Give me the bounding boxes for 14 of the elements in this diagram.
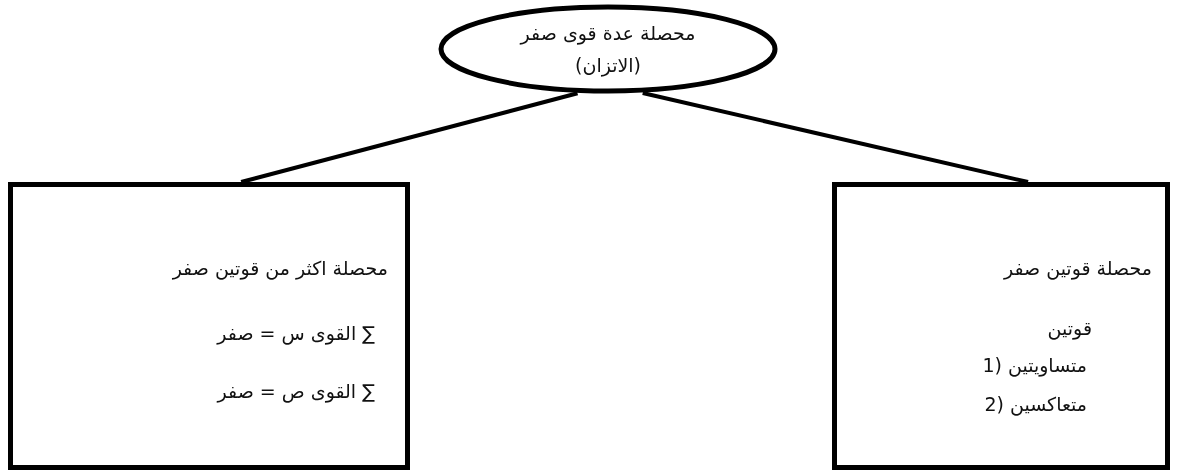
node-text: ∑ القوى ص = صفر <box>215 380 375 402</box>
node-heading: محصلة اكثر من قوتين صفر <box>171 257 388 279</box>
node-heading: محصلة عدة قوى صفر <box>518 22 697 44</box>
node-text: 2) متعاكسين <box>983 393 1087 415</box>
node-heading: محصلة قوتين صفر <box>1002 257 1152 279</box>
node-text: 1) متساويتين <box>981 354 1087 376</box>
connector-line <box>642 91 1029 184</box>
process-box <box>832 182 1170 470</box>
node-text: قوتين <box>1046 317 1092 339</box>
node-text: ∑ القوى س = صفر <box>215 322 375 344</box>
node-text: (الاتزان) <box>574 54 642 76</box>
connector-line <box>240 91 579 184</box>
process-box <box>8 182 410 470</box>
ellipse-node <box>438 4 778 94</box>
